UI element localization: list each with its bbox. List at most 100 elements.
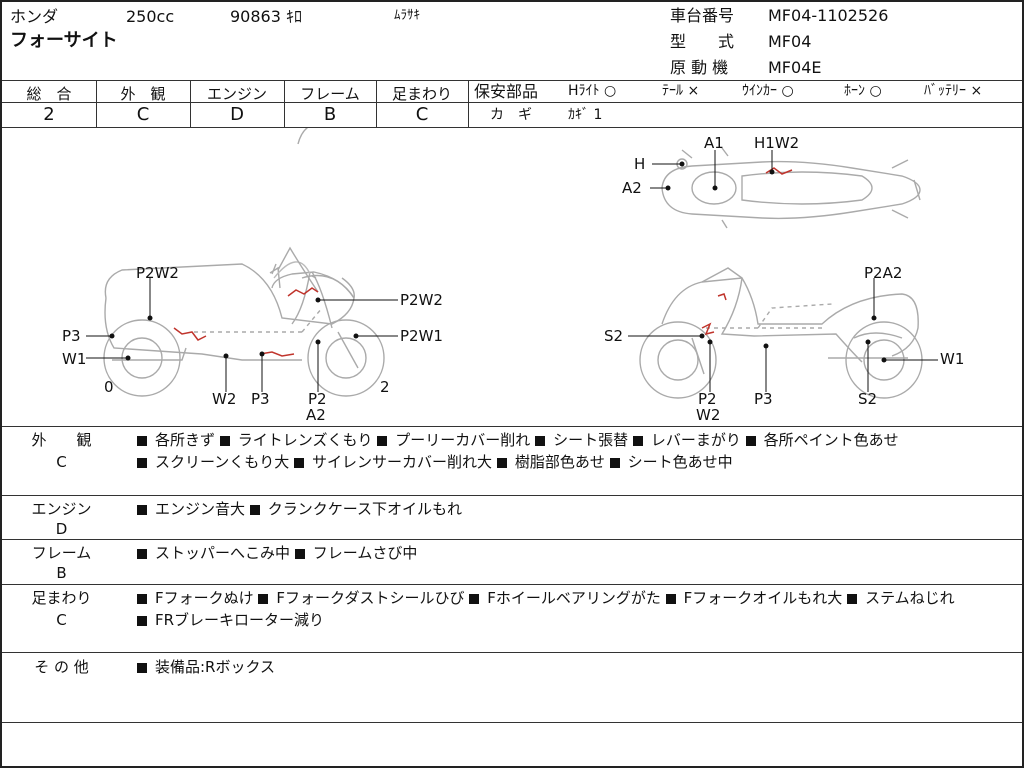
grade-value-overall: 2 <box>43 104 55 125</box>
damage-marks <box>173 167 793 357</box>
section-label-exterior: 外 観 <box>31 431 92 449</box>
remark-item: ステムねじれ <box>847 589 955 607</box>
key-label: カ ギ <box>490 107 532 123</box>
label-right-w1: W1 <box>940 350 964 368</box>
remark-item: 装備品:Rボックス <box>137 658 275 676</box>
mileage: 90863 ｷﾛ <box>230 7 302 26</box>
remark-text: プーリーカバー削れ <box>395 431 531 449</box>
remark-item: Fフォークオイルもれ大 <box>665 589 843 607</box>
safety-item-battery: ﾊﾞｯﾃﾘｰ × <box>924 83 983 99</box>
remark-text: FRブレーキローター減り <box>155 611 325 629</box>
section-items-suspension: Fフォークぬけ Fフォークダストシールひび Fホイールベアリングがた Fフォーク… <box>137 587 1012 631</box>
grade-label-exterior: 外 観 <box>120 85 166 103</box>
grade-value-suspension: C <box>415 104 429 125</box>
bullet-square-icon <box>847 593 858 604</box>
bullet-square-icon <box>496 457 507 468</box>
label-right-p2a2: P2A2 <box>864 264 902 282</box>
remark-text: フレームさび中 <box>312 544 418 562</box>
label-top-a2: A2 <box>622 179 642 197</box>
leader-dots <box>109 161 887 363</box>
label-top-a1: A1 <box>704 134 724 152</box>
remark-item: シート色あせ中 <box>609 453 733 471</box>
type-value: MF04 <box>768 32 812 51</box>
remark-text: レバーまがり <box>650 431 741 449</box>
remark-text: Fホイールベアリングがた <box>487 589 661 607</box>
section-items-other: 装備品:Rボックス <box>137 656 1012 678</box>
remark-text: ステムねじれ <box>865 589 955 607</box>
remark-text: ライトレンズくもり <box>237 431 373 449</box>
label-left-w1: W1 <box>62 350 86 368</box>
divider <box>468 80 469 127</box>
bullet-square-icon <box>249 504 260 515</box>
bullet-square-icon <box>294 457 305 468</box>
remark-text: エンジン音大 <box>155 500 246 518</box>
remark-text: ストッパーへこみ中 <box>155 544 291 562</box>
key-value: ｶｷﾞ 1 <box>568 107 603 123</box>
remark-item: フレームさび中 <box>294 544 418 562</box>
section-label-other: そ の 他 <box>34 658 89 676</box>
divider <box>2 495 1022 496</box>
label-left-p2w1: P2W1 <box>400 327 443 345</box>
remark-item: Fホイールベアリングがた <box>469 589 661 607</box>
bullet-square-icon <box>219 435 230 446</box>
remark-item: ライトレンズくもり <box>219 431 373 449</box>
remark-item: スクリーンくもり大 <box>137 453 289 471</box>
divider <box>2 80 1022 81</box>
divider <box>2 127 1022 128</box>
section-items-frame: ストッパーへこみ中 フレームさび中 <box>137 542 1012 564</box>
remark-item: Fフォークぬけ <box>137 589 254 607</box>
label-left-p3: P3 <box>62 327 81 345</box>
section-label-frame: フレーム <box>31 544 92 562</box>
label-right-s2-front: S2 <box>604 327 623 345</box>
grade-label-frame: フレーム <box>300 85 360 103</box>
label-right-p2: P2 <box>698 390 717 408</box>
engine-value: MF04E <box>768 58 822 77</box>
section-grade-engine: D <box>55 520 68 538</box>
scooter-left-view <box>103 128 385 397</box>
remark-item: ストッパーへこみ中 <box>137 544 290 562</box>
remark-item: プーリーカバー削れ <box>377 431 530 449</box>
grade-value-engine: D <box>230 104 244 125</box>
bullet-square-icon <box>137 457 147 468</box>
remark-text: Fフォークぬけ <box>155 589 254 607</box>
bullet-square-icon <box>137 548 147 559</box>
divider <box>376 80 377 127</box>
label-left-a2: A2 <box>306 406 326 424</box>
remark-item: 各所きず <box>137 431 215 449</box>
frame-no: MF04-1102526 <box>768 6 889 25</box>
bullet-square-icon <box>294 548 305 559</box>
damage-diagram: A1 H1W2 H A2 P2W2 P2W2 P3 P2W1 W1 0 2 W2… <box>62 128 964 424</box>
remark-item: サイレンサーカバー削れ大 <box>294 453 492 471</box>
bullet-square-icon <box>137 662 147 673</box>
label-right-p3: P3 <box>754 390 773 408</box>
remark-text: 装備品:Rボックス <box>155 658 276 676</box>
section-items-exterior: 各所きず ライトレンズくもり プーリーカバー削れ シート張替 レバーまがり 各所… <box>137 429 1012 473</box>
divider <box>2 584 1022 585</box>
section-grade-suspension: C <box>56 611 67 629</box>
remark-item: 各所ペイント色あせ <box>745 431 899 449</box>
scooter-right-view <box>639 267 923 399</box>
bullet-square-icon <box>137 504 147 515</box>
divider <box>2 539 1022 540</box>
grade-label-engine: エンジン <box>206 85 267 103</box>
remark-text: Fフォークダストシールひび <box>276 589 465 607</box>
label-left-w2: W2 <box>212 390 236 408</box>
label-left-2: 2 <box>380 378 390 396</box>
section-label-suspension: 足まわり <box>31 589 92 607</box>
maker: ホンダ <box>10 7 59 26</box>
remark-text: サイレンサーカバー削れ大 <box>312 453 493 471</box>
remark-item: 樹脂部色あせ <box>496 453 605 471</box>
remark-text: Fフォークオイルもれ大 <box>683 589 843 607</box>
bullet-square-icon <box>632 435 643 446</box>
grade-label-suspension: 足まわり <box>391 85 452 103</box>
bullet-square-icon <box>258 593 269 604</box>
label-left-p2w2-front: P2W2 <box>400 291 443 309</box>
divider <box>190 80 191 127</box>
bullet-square-icon <box>535 435 546 446</box>
frame-no-label: 車台番号 <box>670 6 735 25</box>
safety-item-horn: ﾎｰﾝ ○ <box>844 83 882 99</box>
bullet-square-icon <box>609 457 620 468</box>
bullet-square-icon <box>665 593 676 604</box>
bullet-square-icon <box>377 435 388 446</box>
